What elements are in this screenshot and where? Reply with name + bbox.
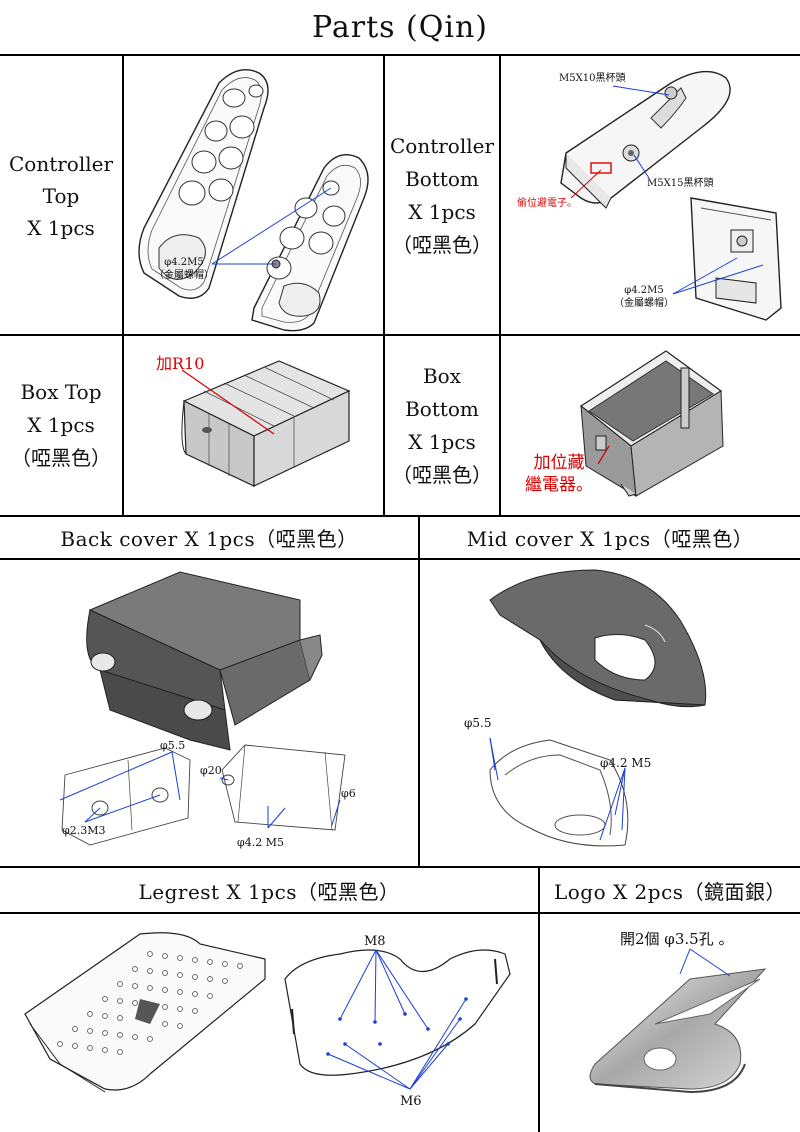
part-name: Bottom: [405, 396, 479, 421]
annotation: 加R10: [156, 354, 205, 373]
part-name: Box: [422, 363, 462, 388]
part-finish: （啞黑色）: [11, 446, 111, 470]
annotation: （金屬螺帽）: [614, 298, 674, 309]
annotation: M5X10黑杯頭: [559, 73, 626, 84]
divider: [0, 866, 800, 868]
annotation: φ4.2 M5: [237, 836, 284, 849]
annotation: φ5.5: [160, 739, 186, 752]
controller-bottom-label: Controller Bottom X 1pcs （啞黑色）: [385, 58, 499, 334]
legrest-drawing: M8 M6: [0, 914, 538, 1132]
divider: [0, 912, 800, 914]
part-finish: （啞黑色）: [392, 233, 492, 257]
divider: [0, 515, 800, 517]
divider: [418, 515, 420, 866]
box-bottom-drawing: 加位藏 繼電器。: [501, 336, 800, 515]
annotation: M5X15黑杯頭: [647, 178, 714, 189]
annotation: φ20: [200, 764, 222, 777]
mid-cover-label: Mid cover X 1pcs（啞黑色）: [466, 527, 754, 551]
back-cover-drawing: φ5.5 φ2.3M3 φ20 φ6 φ4.2 M5: [0, 560, 418, 866]
part-qty: X 1pcs: [408, 200, 476, 224]
part-qty: X 1pcs: [27, 216, 95, 240]
part-name: Bottom: [405, 167, 479, 191]
annotation: φ5.5: [464, 716, 492, 730]
divider: [122, 56, 124, 515]
annotation: （金屬螺帽）: [154, 270, 214, 281]
annotation: φ2.3M3: [62, 824, 106, 837]
controller-bottom-drawing: M5X10黑杯頭 M5X15黑杯頭 偷位避電子。 φ4.2M5 （金屬螺帽）: [501, 58, 800, 334]
controller-top-drawing: φ4.2M5 （金屬螺帽）: [124, 58, 383, 334]
logo-drawing: 開2個 φ3.5孔 。: [540, 914, 800, 1132]
divider: [499, 56, 501, 515]
back-cover-label: Back cover X 1pcs（啞黑色）: [60, 527, 358, 551]
annotation: 加位藏: [533, 453, 585, 473]
part-name: Controller: [8, 152, 114, 176]
box-bottom-label: Box Bottom X 1pcs （啞黑色）: [385, 336, 499, 515]
annotation: M6: [400, 1094, 422, 1109]
annotation: 開2個 φ3.5孔 。: [620, 930, 734, 948]
box-top-label: Box Top X 1pcs （啞黑色）: [0, 336, 122, 515]
box-top-drawing: 加R10: [124, 336, 383, 515]
logo-label: Logo X 2pcs（鏡面銀）: [553, 879, 787, 904]
mid-cover-drawing: φ5.5 φ4.2 M5: [420, 560, 800, 866]
divider: [538, 866, 540, 1132]
part-name: Controller: [389, 134, 495, 158]
controller-top-label: Controller Top X 1pcs: [0, 58, 122, 334]
annotation: φ4.2M5: [624, 285, 664, 296]
annotation: φ6: [341, 787, 356, 800]
legrest-label: Legrest X 1pcs（啞黑色）: [138, 879, 400, 904]
part-qty: X 1pcs: [27, 413, 95, 437]
annotation: 偷位避電子。: [517, 198, 577, 209]
annotation: φ4.2M5: [164, 257, 204, 268]
part-name: Top: [42, 184, 80, 208]
divider: [383, 56, 385, 515]
annotation: 繼電器。: [525, 475, 593, 495]
divider: [0, 334, 800, 336]
annotation: M8: [364, 934, 386, 949]
part-name: Box Top: [20, 380, 102, 404]
part-finish: （啞黑色）: [392, 462, 492, 487]
divider: [0, 558, 800, 560]
part-qty: X 1pcs: [408, 429, 476, 454]
annotation: φ4.2 M5: [600, 756, 652, 770]
page-title: Parts (Qin): [0, 0, 800, 56]
